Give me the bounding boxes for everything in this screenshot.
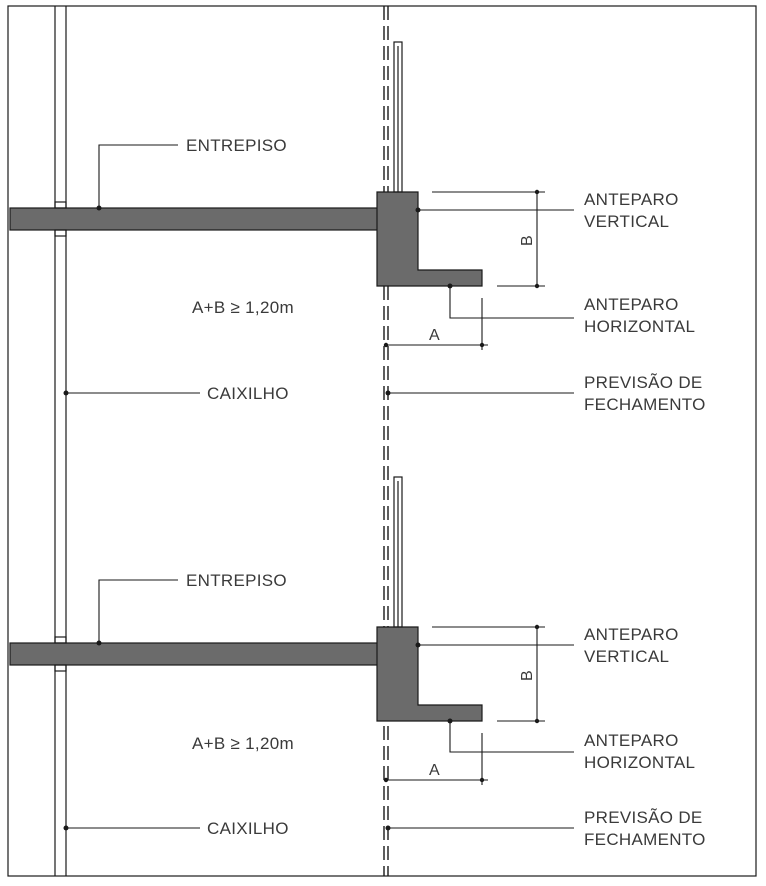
dim-b-label: B xyxy=(519,670,536,681)
anteparo-horizontal-line2: HORIZONTAL xyxy=(584,317,695,336)
anteparo-vertical-line1: ANTEPARO xyxy=(584,625,679,644)
floor-1: ENTREPISO B ANTEPARO VERTICAL ANTEPARO H… xyxy=(9,41,706,414)
balcony-edge xyxy=(376,191,483,287)
caixilho-frame xyxy=(54,6,67,876)
anteparo-vertical-line2: VERTICAL xyxy=(584,212,669,231)
floor-2: ENTREPISO B ANTEPARO VERTICAL ANTEPARO H… xyxy=(9,476,706,849)
anteparo-horizontal-line2: HORIZONTAL xyxy=(584,753,695,772)
caixilho-label: CAIXILHO xyxy=(207,819,289,838)
formula-label: A+B ≥ 1,20m xyxy=(192,734,294,753)
formula-label: A+B ≥ 1,20m xyxy=(192,298,294,317)
previsao-line1: PREVISÃO DE xyxy=(584,373,703,392)
anteparo-horizontal-line1: ANTEPARO xyxy=(584,731,679,750)
previsao-line2: FECHAMENTO xyxy=(584,830,706,849)
anteparo-horizontal-line1: ANTEPARO xyxy=(584,295,679,314)
drawing-border xyxy=(7,5,757,877)
dim-a-label: A xyxy=(429,327,440,344)
dim-b-label: B xyxy=(519,235,536,246)
caixilho-label: CAIXILHO xyxy=(207,384,289,403)
dim-a-label: A xyxy=(429,762,440,779)
balcony-edge xyxy=(376,626,483,722)
entrepiso-label: ENTREPISO xyxy=(186,571,287,590)
entrepiso-label: ENTREPISO xyxy=(186,136,287,155)
previsao-line2: FECHAMENTO xyxy=(584,395,706,414)
closure-line xyxy=(383,6,389,876)
previsao-line1: PREVISÃO DE xyxy=(584,808,703,827)
anteparo-vertical-line2: VERTICAL xyxy=(584,647,669,666)
floor-slab xyxy=(9,207,379,231)
anteparo-vertical-line1: ANTEPARO xyxy=(584,190,679,209)
floor-slab xyxy=(9,642,379,666)
